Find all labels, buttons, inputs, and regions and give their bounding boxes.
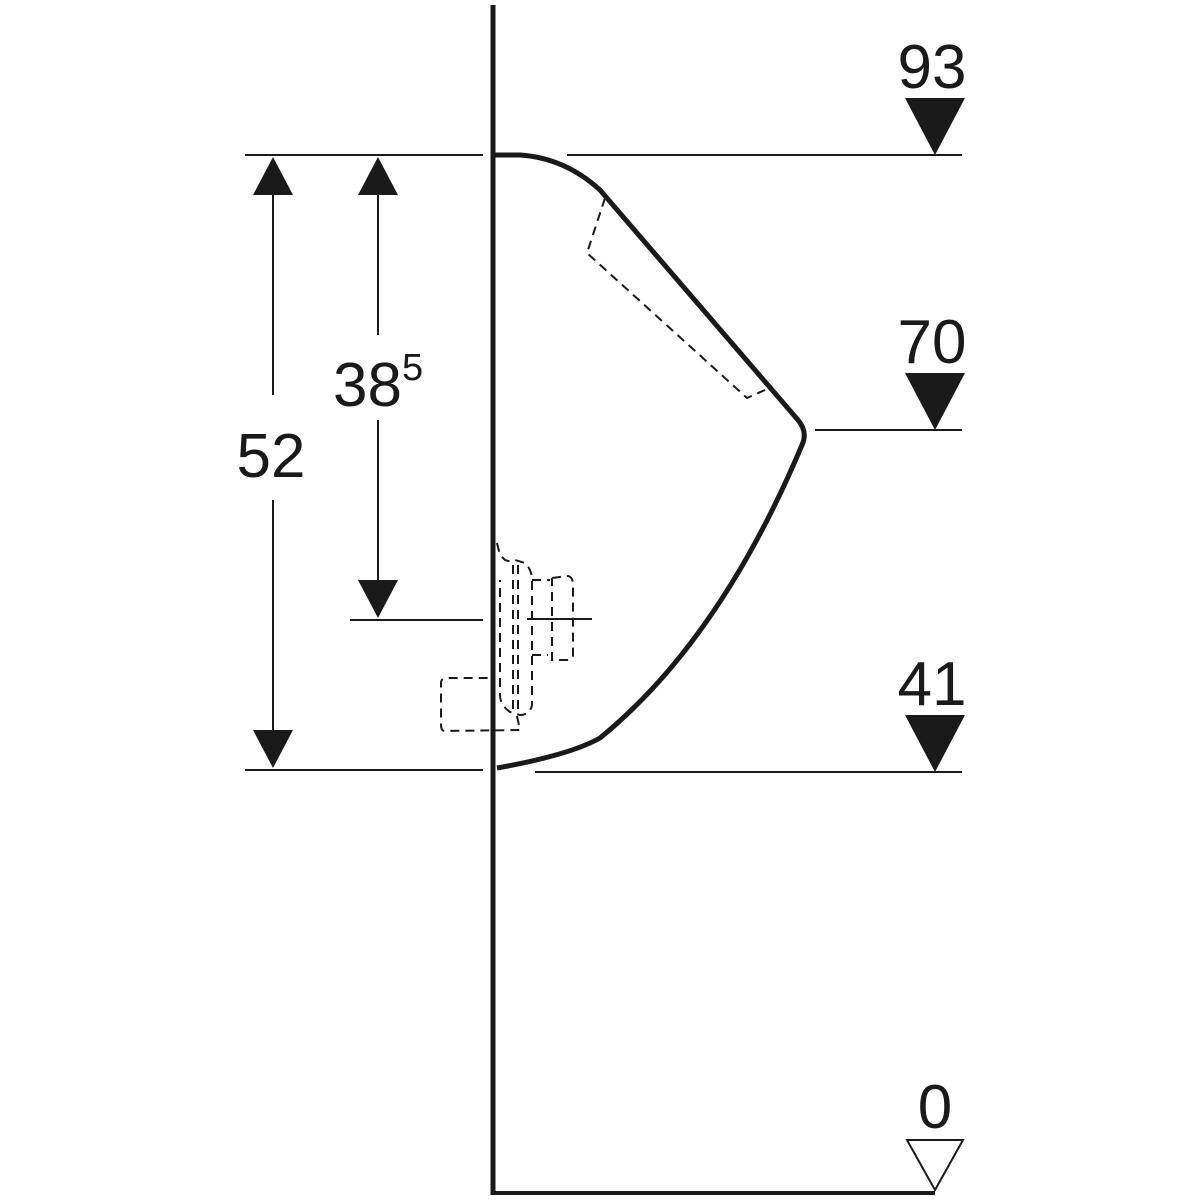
level-0-label: 0 <box>918 1073 952 1142</box>
level-41-label: 41 <box>898 650 967 719</box>
dim-385-arrow-up-icon <box>358 157 398 195</box>
urinal-outline <box>495 152 807 771</box>
level-93-marker-icon <box>905 98 965 155</box>
drain-fitting-hidden <box>440 542 574 733</box>
level-70-label: 70 <box>898 308 967 377</box>
dim-52-arrow-down-icon <box>253 730 293 768</box>
dim-385-main: 38 <box>333 351 402 420</box>
dim-385-label: 385 <box>333 347 423 420</box>
dim-385-arrow-down-icon <box>358 580 398 618</box>
dim-385-superscript: 5 <box>402 347 423 389</box>
level-41-marker-icon <box>905 715 965 772</box>
level-0-marker-icon <box>905 1139 965 1193</box>
dim-52-label: 52 <box>237 422 306 491</box>
flush-valve-hidden <box>585 197 766 400</box>
level-93-label: 93 <box>898 33 967 102</box>
dim-52-arrow-up-icon <box>253 157 293 195</box>
level-70-marker-icon <box>905 373 965 430</box>
